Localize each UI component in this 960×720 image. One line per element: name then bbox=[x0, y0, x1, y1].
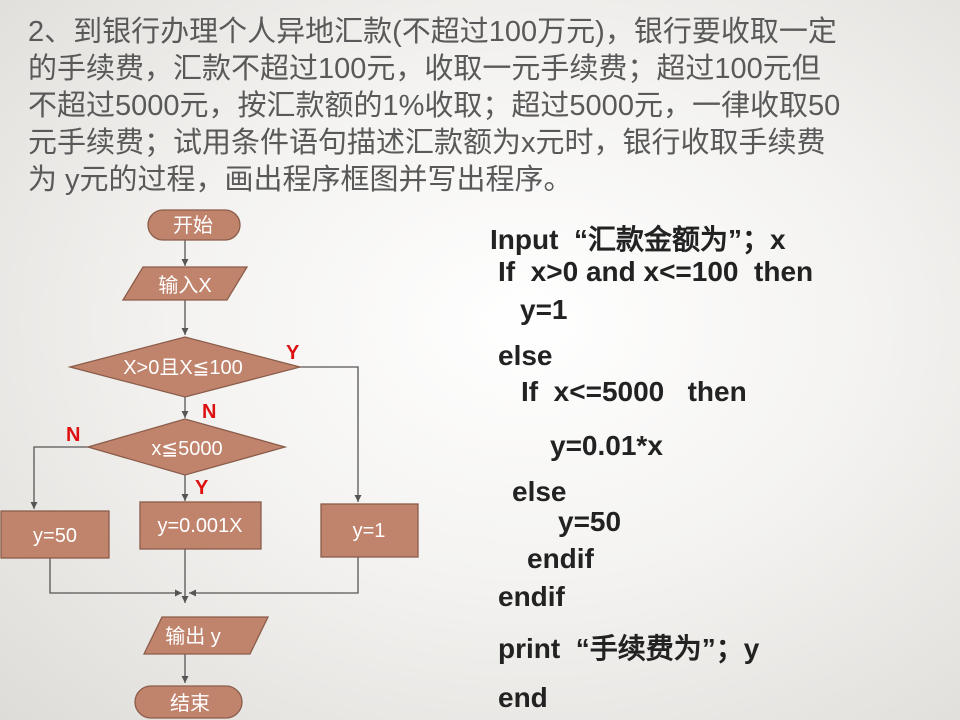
process-y1-box bbox=[320, 503, 419, 558]
code-line-y001: y=0.01*x bbox=[550, 430, 663, 461]
code-line-if1: If x>0 and x<=100 then bbox=[498, 256, 814, 287]
connector-y1-merge bbox=[189, 557, 359, 597]
code-line-else1: else bbox=[498, 340, 553, 371]
code-line-print: print “手续费为”；y bbox=[498, 633, 760, 664]
cond1-yes-label: Y bbox=[286, 342, 300, 364]
cond2-yes-label: Y bbox=[195, 477, 209, 499]
cond2-no-label: N bbox=[66, 424, 80, 446]
code-line-if2: If x<=5000 then bbox=[521, 376, 747, 407]
code-line-y1: y=1 bbox=[520, 294, 568, 325]
code-line-else2: else bbox=[512, 476, 567, 507]
code-line-endif2: endif bbox=[498, 581, 565, 612]
connector-y50-merge bbox=[49, 558, 182, 597]
start-label: 开始 bbox=[173, 214, 213, 237]
process-y001-label: y=0.001X bbox=[157, 515, 242, 537]
process-y001-box bbox=[139, 501, 262, 550]
code-line-end: end bbox=[498, 682, 548, 713]
start-terminal bbox=[147, 209, 241, 241]
code-line-y50: y=50 bbox=[558, 506, 622, 537]
problem-statement: 2、到银行办理个人异地汇款(不超过100万元)，银行要收取一定 的手续费，汇款不… bbox=[28, 14, 933, 199]
end-label: 结束 bbox=[170, 692, 210, 715]
output-label: 输出 y bbox=[165, 625, 221, 648]
code-line-input: Input “汇款金额为”；x bbox=[490, 224, 786, 255]
process-y50-box bbox=[0, 510, 110, 559]
process-y1-label: y=1 bbox=[353, 520, 386, 542]
condition1-diamond bbox=[67, 336, 303, 398]
condition2-diamond bbox=[85, 418, 288, 476]
problem-line: 2、到银行办理个人异地汇款(不超过100万元)，银行要收取一定 bbox=[28, 16, 837, 48]
connector-cond1-yes bbox=[290, 366, 362, 502]
input-label: 输入X bbox=[158, 274, 211, 297]
output-parallelogram bbox=[142, 616, 270, 655]
problem-line: 为 y元的过程，画出程序框图并写出程序。 bbox=[28, 164, 573, 196]
problem-line: 不超过5000元，按汇款额的1%收取；超过5000元，一律收取50 bbox=[28, 90, 841, 122]
problem-line: 的手续费，汇款不超过100元，收取一元手续费；超过100元但 bbox=[28, 53, 821, 85]
end-terminal bbox=[134, 685, 243, 719]
code-line-endif1: endif bbox=[527, 543, 594, 574]
input-parallelogram bbox=[121, 266, 249, 301]
problem-line: 元手续费；试用条件语句描述汇款额为x元时，银行收取手续费 bbox=[28, 127, 826, 159]
condition1-label: X>0且X≦100 bbox=[123, 357, 243, 379]
condition2-label: x≦5000 bbox=[151, 438, 222, 460]
flow-connectors bbox=[30, 240, 362, 683]
connector-cond2-no bbox=[30, 446, 92, 509]
process-y50-label: y=50 bbox=[33, 525, 77, 547]
cond1-no-label: N bbox=[202, 401, 216, 423]
